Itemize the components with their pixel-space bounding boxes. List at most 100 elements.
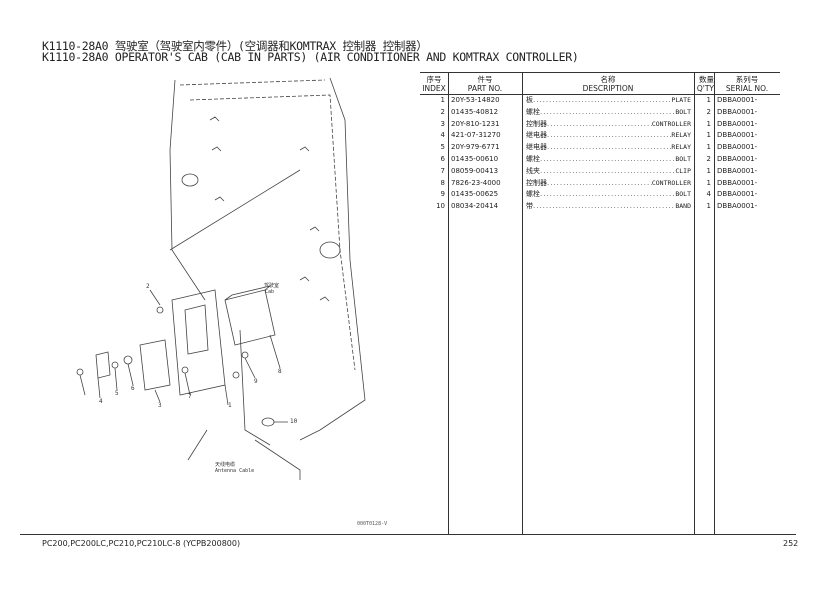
- row-qty: 1: [706, 202, 711, 211]
- row-serial: DBBA0001-: [717, 190, 758, 199]
- dot-leader: ........................................…: [540, 166, 676, 175]
- dot-leader: ........................................…: [540, 107, 676, 116]
- callout-2: 2: [146, 283, 150, 290]
- table-row: 4 421-07-31270 继电器......................…: [420, 130, 780, 142]
- row-description: 螺栓......................................…: [522, 154, 694, 166]
- table-row: 2 01435-40812 螺栓........................…: [420, 107, 780, 119]
- desc-en: BAND: [675, 202, 691, 211]
- row-serial: DBBA0001-: [717, 202, 758, 211]
- row-index: 4: [440, 131, 445, 140]
- row-serial: DBBA0001-: [717, 143, 758, 152]
- cab-label-cn: 驾驶室: [264, 283, 280, 289]
- table-row: 10 08034-20414 带........................…: [420, 201, 780, 213]
- row-serial: DBBA0001-: [717, 107, 758, 116]
- header-index-cn: 序号: [426, 74, 442, 84]
- desc-en: CONTROLLER: [651, 119, 691, 128]
- antenna-label-en: Antenna Cable: [215, 468, 255, 474]
- row-index: 9: [440, 190, 445, 199]
- row-description: 线夹......................................…: [522, 166, 694, 178]
- header-part-en: PART NO.: [467, 83, 503, 93]
- row-qty: 2: [706, 107, 711, 116]
- callout-7: 7: [188, 393, 192, 400]
- cab-label-en: Cab: [265, 289, 275, 295]
- table-row: 1 20Y-53-14820 板........................…: [420, 95, 780, 107]
- desc-cn: 控制器: [526, 178, 547, 187]
- row-index: 3: [440, 119, 445, 128]
- callout-5: 5: [115, 390, 119, 397]
- table-row: 8 7826-23-4000 控制器......................…: [420, 178, 780, 190]
- row-description: 继电器.....................................…: [522, 130, 694, 142]
- table-row: 3 20Y-810-1231 控制器......................…: [420, 119, 780, 131]
- row-description: 继电器.....................................…: [522, 142, 694, 154]
- drawing-number: 000T0128-V: [357, 521, 388, 527]
- row-index: 5: [440, 143, 445, 152]
- dot-leader: ........................................…: [533, 202, 675, 211]
- desc-en: PLATE: [671, 96, 691, 104]
- row-index: 2: [440, 107, 445, 116]
- table-row: 9 01435-00625 螺栓........................…: [420, 189, 780, 201]
- table-row: 6 01435-00610 螺栓........................…: [420, 154, 780, 166]
- row-qty: 1: [706, 131, 711, 140]
- desc-en: CONTROLLER: [651, 178, 691, 187]
- desc-en: CLIP: [675, 166, 691, 175]
- row-description: 带.......................................…: [522, 201, 694, 213]
- row-qty: 1: [706, 178, 711, 187]
- desc-cn: 螺栓: [526, 107, 540, 116]
- row-qty: 1: [706, 143, 711, 152]
- desc-cn: 板: [526, 96, 533, 104]
- header-serial-en: SERIAL NO.: [725, 83, 769, 93]
- row-index: 7: [440, 166, 445, 175]
- row-part-no: 20Y-979-6771: [451, 143, 500, 152]
- row-description: 螺栓......................................…: [522, 189, 694, 201]
- row-index: 6: [440, 154, 445, 163]
- dot-leader: ........................................…: [533, 96, 672, 104]
- footer-rule: [20, 534, 796, 535]
- desc-cn: 继电器: [526, 131, 547, 140]
- header-index-en: INDEX: [422, 83, 446, 93]
- row-serial: DBBA0001-: [717, 119, 758, 128]
- row-part-no: 20Y-810-1231: [451, 119, 500, 128]
- desc-en: BOLT: [675, 154, 691, 163]
- row-description: 控制器.....................................…: [522, 178, 694, 190]
- header-part-cn: 件号: [477, 74, 493, 84]
- row-part-no: 01435-00610: [451, 154, 499, 163]
- table-row: 7 08059-00413 线夹........................…: [420, 166, 780, 178]
- table-row: 5 20Y-979-6771 继电器......................…: [420, 142, 780, 154]
- row-serial: DBBA0001-: [717, 166, 758, 175]
- desc-en: RELAY: [671, 131, 691, 140]
- row-description: 控制器.....................................…: [522, 119, 694, 131]
- row-description: 板.......................................…: [522, 95, 694, 107]
- antenna-label-cn: 天线电缆: [215, 462, 236, 468]
- row-qty: 1: [706, 119, 711, 128]
- callout-8: 8: [278, 368, 282, 375]
- dot-leader: ........................................…: [540, 190, 676, 199]
- title-english: K1110-28A0 OPERATOR'S CAB (CAB IN PARTS)…: [42, 50, 579, 64]
- desc-cn: 螺栓: [526, 190, 540, 199]
- dot-leader: ........................................…: [540, 154, 676, 163]
- header-desc-en: DESCRIPTION: [582, 83, 634, 93]
- model-info: PC200,PC200LC,PC210,PC210LC-8 (YCPB20080…: [42, 539, 241, 548]
- row-part-no: 20Y-53-14820: [451, 96, 500, 104]
- row-part-no: 01435-00625: [451, 190, 499, 199]
- callout-9: 9: [254, 378, 258, 385]
- desc-en: BOLT: [675, 190, 691, 199]
- dot-leader: ........................................…: [547, 143, 671, 152]
- row-part-no: 01435-40812: [451, 107, 499, 116]
- desc-cn: 螺栓: [526, 154, 540, 163]
- callout-6: 6: [131, 385, 135, 392]
- desc-cn: 带: [526, 202, 533, 211]
- header-qty-en: Q'TY: [696, 83, 714, 93]
- row-index: 8: [440, 178, 445, 187]
- row-part-no: 08059-00413: [451, 166, 499, 175]
- dot-leader: ........................................…: [547, 119, 652, 128]
- row-qty: 4: [706, 190, 711, 199]
- dot-leader: ........................................…: [547, 131, 671, 140]
- row-qty: 1: [706, 96, 711, 104]
- row-qty: 1: [706, 166, 711, 175]
- page-number: 252: [783, 539, 799, 548]
- callout-10: 10: [290, 418, 298, 425]
- title-chinese: K1110-28A0 驾驶室（驾驶室内零件）(空调器和KOMTRAX 控制器 控…: [42, 39, 428, 53]
- row-qty: 2: [706, 154, 711, 163]
- desc-cn: 继电器: [526, 143, 547, 152]
